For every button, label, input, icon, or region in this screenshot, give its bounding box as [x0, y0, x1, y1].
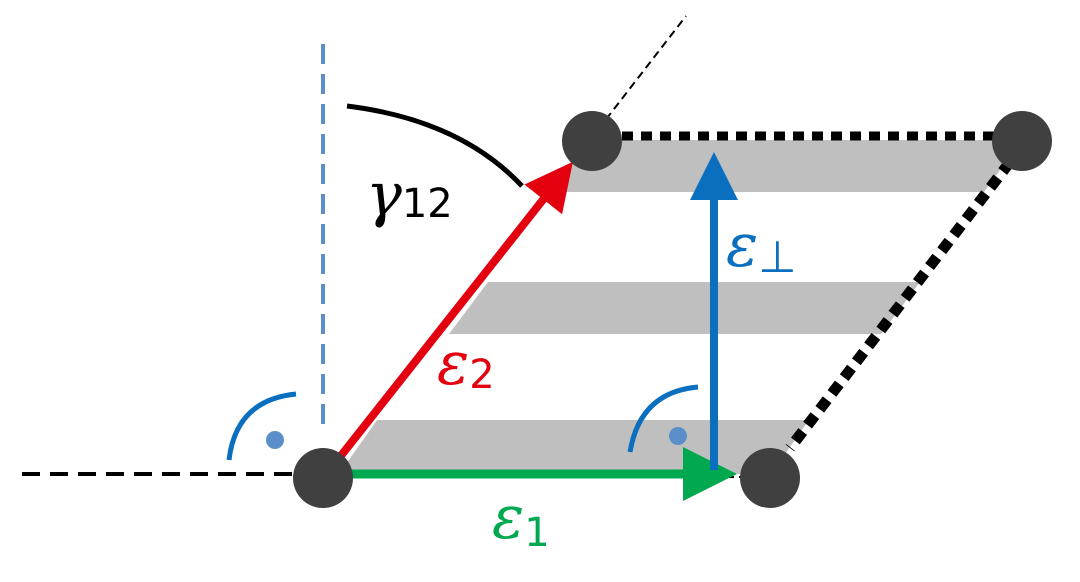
- stripe-top: [552, 140, 1022, 192]
- right-angle-dot-right: [669, 427, 687, 445]
- right-angle-arc-left: [226, 391, 297, 461]
- eps2-label: ε2: [437, 329, 495, 399]
- lattice-node-corner: [992, 111, 1052, 171]
- eps2-arrow: [332, 161, 573, 465]
- stripe-bottom: [339, 420, 809, 474]
- eps-perp-label: ε⊥: [726, 211, 797, 283]
- stripe-middle: [449, 282, 920, 334]
- lattice-node-eps2: [562, 111, 622, 171]
- right-angle-dot-left: [266, 431, 284, 449]
- right-edge-dotted: [785, 158, 1015, 452]
- gamma12-angle-arc: [346, 103, 524, 188]
- right-angle-arc-right: [627, 384, 699, 453]
- lattice-node-eps1: [740, 448, 800, 508]
- lattice-node-origin: [293, 448, 353, 508]
- eps1-label: ε1: [492, 483, 550, 556]
- gamma12-label: γ12: [366, 160, 453, 230]
